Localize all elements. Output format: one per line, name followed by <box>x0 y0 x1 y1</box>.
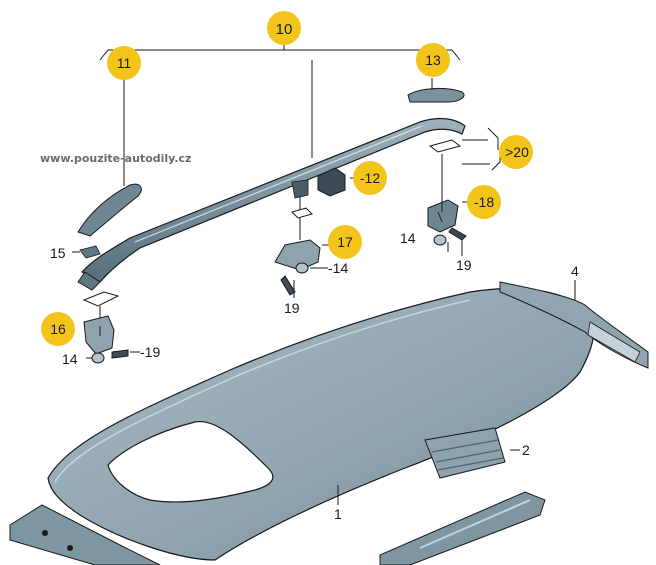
callout-18: -18 <box>474 194 494 210</box>
sunroof-opening <box>107 420 274 503</box>
callout-4: 4 <box>571 263 579 279</box>
part-4-rear-strip <box>499 281 649 369</box>
watermark: www.pouzite-autodily.cz <box>40 152 191 165</box>
callout-14-rear: 14 <box>400 230 416 246</box>
part-2-ribbed-strip <box>424 427 506 479</box>
callout-10: 10 <box>276 21 293 38</box>
callout-14-center: -14 <box>328 260 348 276</box>
side-rail-bottom <box>379 491 546 565</box>
rail-foot-center <box>291 179 309 199</box>
callout-13: 13 <box>425 52 441 68</box>
part-18-bracket <box>427 199 459 233</box>
front-pad <box>82 291 120 307</box>
part-13-end-cap <box>407 87 465 103</box>
leader-lines <box>72 38 576 505</box>
callout-1: 1 <box>334 506 342 522</box>
callout-19-center: 19 <box>284 300 300 316</box>
callout-17: 17 <box>337 234 353 250</box>
callout-19-rear: 19 <box>456 257 472 273</box>
part-10-roof-rail <box>77 117 466 291</box>
part-15-clip <box>79 245 101 259</box>
callout-14-front: 14 <box>62 351 78 367</box>
callout-11: 11 <box>117 55 132 71</box>
callout-16: 16 <box>50 321 66 337</box>
part-16-bracket <box>83 315 115 355</box>
part-11-end-cap <box>77 183 142 237</box>
highlight-circles <box>41 11 533 346</box>
center-pad <box>291 207 313 219</box>
part-20-pad <box>428 139 462 153</box>
roof-panel <box>47 287 595 561</box>
callout-12: -12 <box>360 170 380 186</box>
callout-15: 15 <box>50 245 66 261</box>
nuts-14 <box>91 234 447 364</box>
front-cross-member <box>9 504 161 565</box>
callout-20: >20 <box>505 144 529 160</box>
callout-2: 2 <box>522 442 530 458</box>
part-12-clip <box>317 167 346 197</box>
callout-19-front: -19 <box>140 344 160 360</box>
